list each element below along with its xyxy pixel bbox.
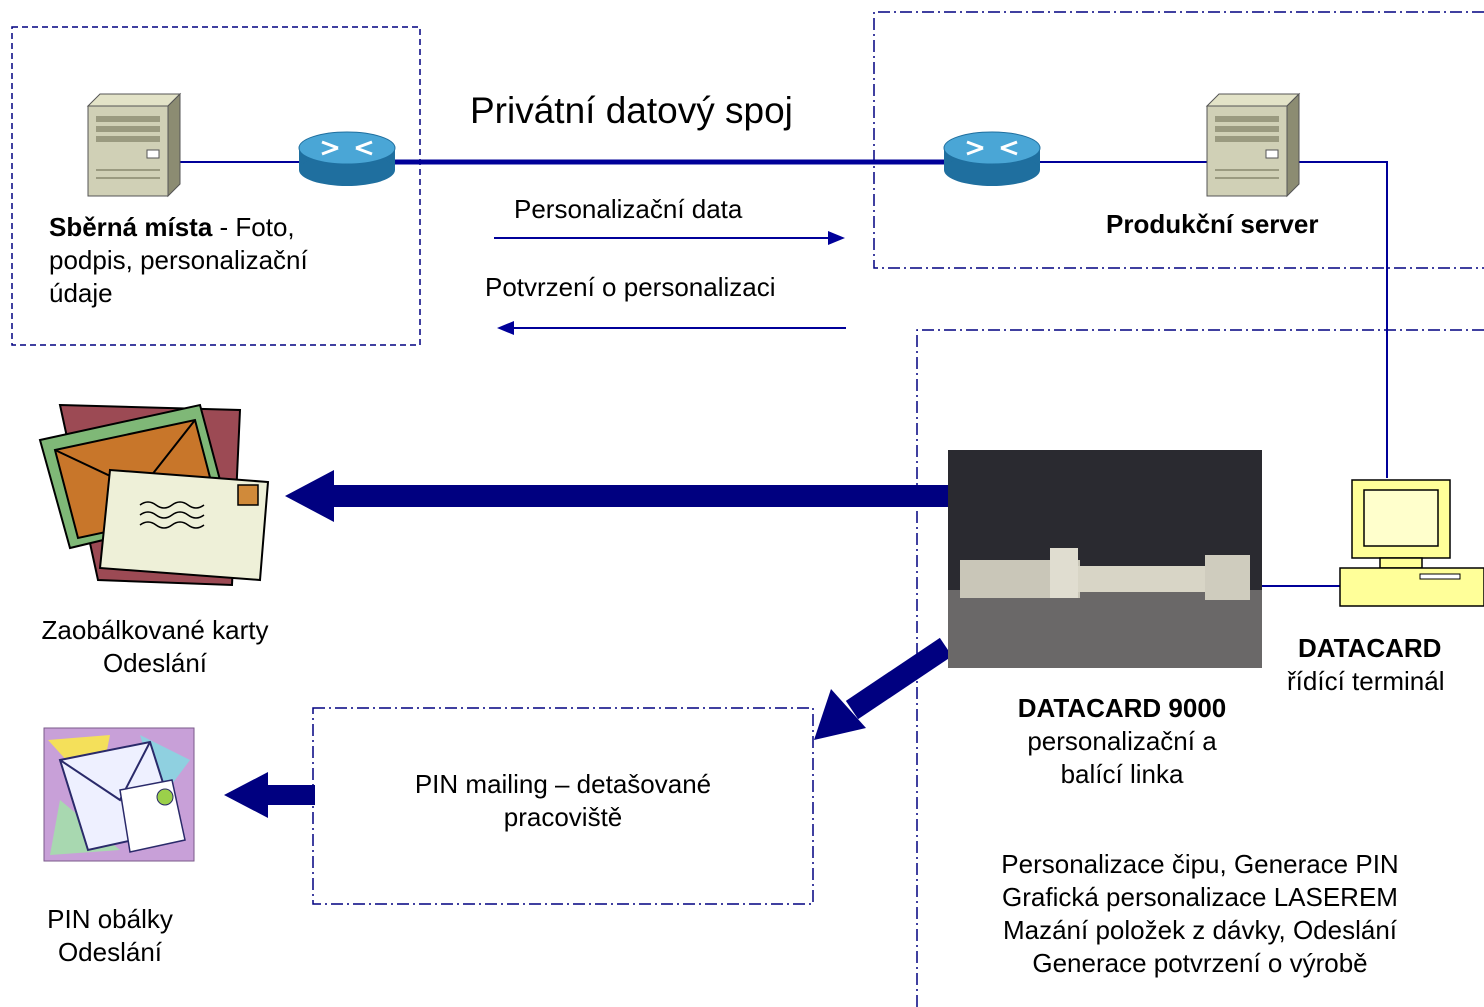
task-item: Generace potvrzení o výrobě <box>1032 948 1368 978</box>
pin-diagonal-arrowhead <box>814 689 866 740</box>
personal-data-arrowhead <box>828 231 845 245</box>
production-server-box <box>873 11 1484 269</box>
production-server-icon <box>1205 92 1301 198</box>
pin-envelopes-clipart-icon <box>43 727 195 862</box>
datacard-9000-line3: balící linka <box>1060 759 1184 789</box>
confirmation-arrowhead <box>497 321 514 335</box>
pin-envelopes-line1: PIN obálky <box>47 904 173 934</box>
collection-desc-line2: podpis, personalizační <box>49 245 308 275</box>
envelopes-label: Zaobálkované karty Odeslání <box>10 614 300 680</box>
task-item: Grafická personalizace LASEREM <box>1002 882 1398 912</box>
pin-arrow-shaft <box>265 785 315 805</box>
personal-data-label: Personalizační data <box>514 194 743 224</box>
control-terminal-icon <box>1339 479 1484 607</box>
terminal-label: DATACARD řídící terminál <box>1287 632 1484 698</box>
private-link-title: Privátní datový spoj <box>470 90 793 131</box>
collection-points-name: Sběrná místa <box>49 212 213 242</box>
datacard-area-box <box>916 329 1484 1007</box>
pin-envelopes-line2: Odeslání <box>57 937 163 967</box>
shipment-arrowhead <box>285 470 334 522</box>
production-server-label: Produkční server <box>1106 209 1319 239</box>
collection-desc-line1: - Foto, <box>212 212 295 242</box>
task-item: Mazání položek z dávky, Odeslání <box>1002 915 1398 945</box>
envelopes-line2: Odeslání <box>102 648 208 678</box>
pin-mailing-line1: PIN mailing – detašované <box>414 769 712 799</box>
pin-mailing-line2: pracoviště <box>503 802 623 832</box>
datacard-9000-label: DATACARD 9000 personalizační a balící li… <box>972 692 1272 791</box>
tasks-list: Personalizace čipu, Generace PIN Grafick… <box>930 848 1470 980</box>
terminal-name: DATACARD <box>1298 633 1442 663</box>
pin-mailing-box <box>312 707 814 905</box>
datacard-9000-line2: personalizační a <box>1027 726 1217 756</box>
collection-server-icon <box>86 92 182 198</box>
envelopes-line1: Zaobálkované karty <box>41 615 269 645</box>
confirmation-label: Potvrzení o personalizaci <box>485 272 776 302</box>
pin-envelopes-label: PIN obálky Odeslání <box>20 903 200 969</box>
datacard-9000-photo <box>948 450 1262 668</box>
datacard-9000-name: DATACARD 9000 <box>1017 693 1227 723</box>
collection-points-box <box>11 26 421 346</box>
envelopes-clipart-icon <box>38 403 270 587</box>
server-terminal-link <box>1297 161 1388 478</box>
router-icon-left <box>298 131 396 186</box>
router-icon-right <box>943 131 1041 186</box>
pin-diagonal-arrow-shaft <box>845 637 953 720</box>
collection-desc-line3: údaje <box>49 278 113 308</box>
pin-mailing-label: PIN mailing – detašované pracoviště <box>313 768 813 834</box>
shipment-arrow-shaft <box>330 485 950 507</box>
collection-points-label: Sběrná místa - Foto, podpis, personaliza… <box>49 211 308 310</box>
terminal-line2: řídící terminál <box>1287 666 1445 696</box>
pin-arrowhead <box>224 772 268 818</box>
task-item: Personalizace čipu, Generace PIN <box>1001 849 1399 879</box>
